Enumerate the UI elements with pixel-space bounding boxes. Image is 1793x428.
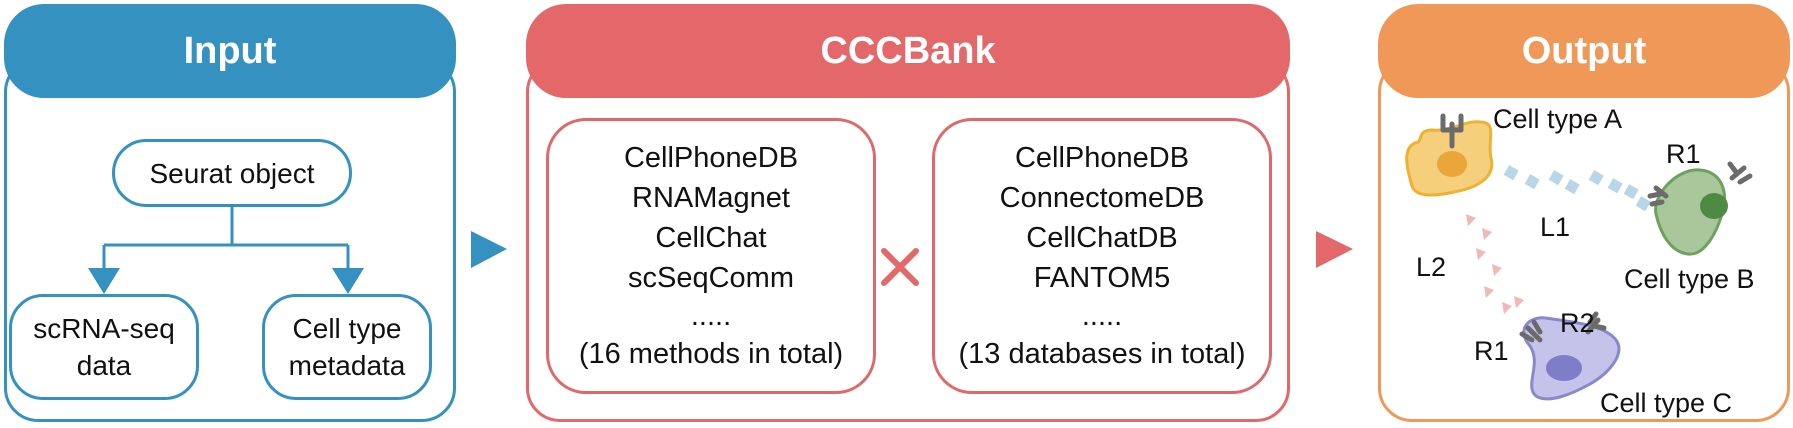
list-item: FANTOM5 [1033,262,1171,294]
list-item: ..... [1081,300,1123,332]
list-item: CellPhoneDB [623,142,799,174]
cccbank-to-output-arrow-icon [1316,231,1353,268]
r1-c-label: R1 [1474,336,1509,366]
list-item: CellChat [655,222,767,254]
list-item: (16 methods in total) [578,338,844,370]
scrna-seq-data-box: scRNA-seq data [9,294,199,400]
cell-b-receptor-icon [1647,161,1753,207]
cell-type-c-label: Cell type C [1600,388,1733,418]
cell-a-receptor-icon [1440,113,1464,149]
cccbank-header: CCCBank [526,4,1290,98]
metadata-label: metadata [288,350,406,381]
list-item: RNAMagnet [632,182,790,214]
cross-icon [881,248,919,286]
arrow-to-scrna-icon [88,268,120,294]
list-item: ..... [690,300,732,332]
scrna-seq-label: scRNA-seq [33,313,175,344]
cell-b-icon [1654,168,1728,256]
cell-c-icon [1522,316,1621,401]
list-item: ConnectomeDB [999,182,1205,214]
r1-b-label: R1 [1666,139,1701,169]
list-item: scSeqComm [628,262,794,294]
data-label: data [76,350,132,381]
cell-a-icon [1405,120,1494,197]
cell-type-a-label: Cell type A [1493,104,1623,134]
seurat-object-label: Seurat object [149,157,315,189]
l1-label: L1 [1540,212,1571,242]
input-to-cccbank-arrow-icon [471,231,507,268]
methods-list-box: CellPhoneDB RNAMagnet CellChat scSeqComm… [546,118,876,394]
list-item: (13 databases in total) [958,338,1246,370]
seurat-object-box: Seurat object [112,139,352,207]
cell-type-metadata-box: Cell type metadata [262,294,432,400]
r2-c-label: R2 [1560,308,1595,338]
cell-type-label: Cell type [292,313,402,344]
cell-c-receptor-icon [1519,311,1607,343]
l2-label: L2 [1416,252,1447,282]
cell-type-b-label: Cell type B [1624,264,1755,294]
ligand-l1-icon [1503,165,1651,212]
list-item: CellPhoneDB [1014,142,1190,174]
ligand-l2-icon [1466,214,1524,314]
databases-list-box: CellPhoneDB ConnectomeDB CellChatDB FANT… [932,118,1272,394]
input-header: Input [4,4,456,98]
arrow-to-celltype-icon [332,268,364,294]
list-item: CellChatDB [1026,222,1178,254]
output-header: Output [1378,4,1790,98]
